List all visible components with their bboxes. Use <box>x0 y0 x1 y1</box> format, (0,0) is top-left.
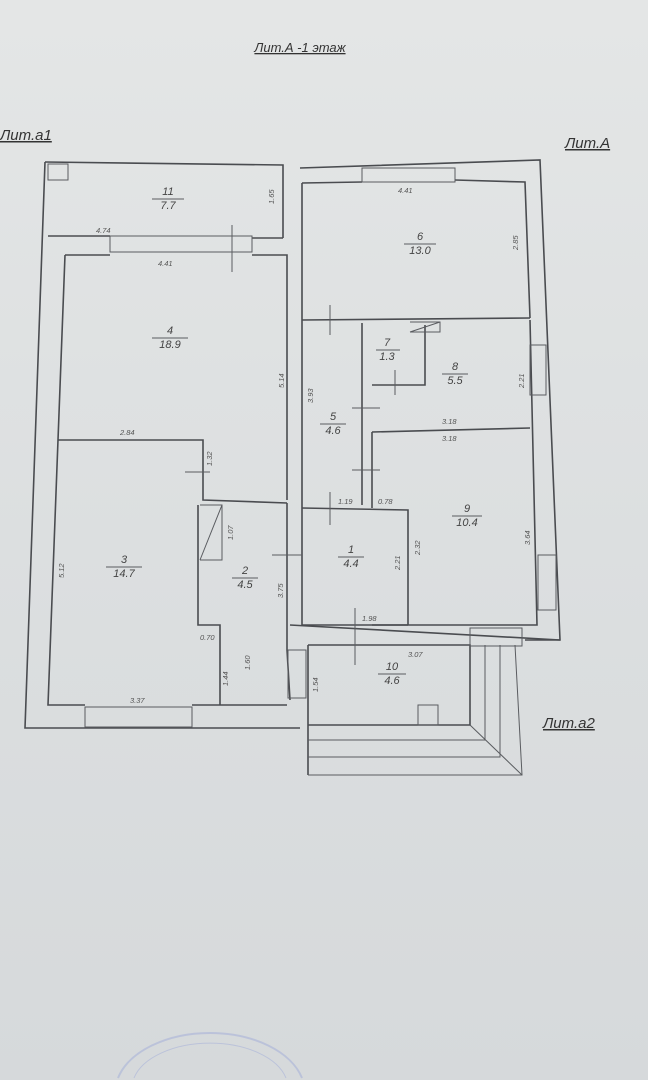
svg-text:3.18: 3.18 <box>442 434 457 443</box>
svg-text:3.64: 3.64 <box>523 530 532 545</box>
svg-text:4.6: 4.6 <box>325 425 341 437</box>
svg-text:2.85: 2.85 <box>511 235 520 251</box>
room-walls <box>47 167 561 776</box>
svg-text:3: 3 <box>121 554 128 566</box>
svg-text:3.37: 3.37 <box>130 696 145 705</box>
stamp-seal <box>117 1032 303 1079</box>
svg-text:13.0: 13.0 <box>409 245 431 257</box>
svg-text:2.21: 2.21 <box>517 373 526 389</box>
room-label: 314.7 <box>106 554 142 580</box>
dimension-labels: 4.74 4.41 1.65 5.14 2.84 1.32 5.12 1.07 … <box>57 186 532 705</box>
svg-text:1.19: 1.19 <box>338 497 353 506</box>
svg-text:1.07: 1.07 <box>226 525 235 540</box>
svg-text:9: 9 <box>464 503 470 515</box>
svg-text:1: 1 <box>348 544 354 556</box>
svg-text:11: 11 <box>162 186 173 198</box>
svg-text:4.41: 4.41 <box>398 186 413 195</box>
svg-text:0.70: 0.70 <box>200 633 215 642</box>
room-label: 910.4 <box>452 503 482 529</box>
label-lit-a1: Лит.а1 <box>0 127 52 144</box>
svg-text:3.75: 3.75 <box>276 583 285 598</box>
svg-text:2.84: 2.84 <box>119 428 135 437</box>
room-label: 117.7 <box>152 186 184 212</box>
room-label: 24.5 <box>232 565 258 591</box>
svg-text:7.7: 7.7 <box>160 200 176 212</box>
svg-text:4.6: 4.6 <box>384 675 400 687</box>
svg-text:10.4: 10.4 <box>456 517 477 529</box>
svg-text:2.32: 2.32 <box>413 540 422 556</box>
svg-text:10: 10 <box>386 661 399 673</box>
svg-text:4.41: 4.41 <box>158 259 173 268</box>
svg-text:1.44: 1.44 <box>221 671 230 686</box>
room-label: 71.3 <box>376 337 400 363</box>
room-label: 613.0 <box>404 231 436 257</box>
room-label: 14.4 <box>338 544 364 570</box>
room-label: 104.6 <box>378 661 406 687</box>
svg-text:1.54: 1.54 <box>311 677 320 692</box>
svg-text:1.32: 1.32 <box>205 451 214 466</box>
svg-text:5.14: 5.14 <box>277 373 286 388</box>
svg-text:1.98: 1.98 <box>362 614 377 623</box>
svg-text:1.65: 1.65 <box>267 189 276 204</box>
svg-text:4.5: 4.5 <box>237 579 253 591</box>
svg-text:3.18: 3.18 <box>442 417 457 426</box>
svg-text:7: 7 <box>384 337 391 349</box>
svg-text:1.3: 1.3 <box>379 351 395 363</box>
plan-title: Лит.А -1 этаж <box>253 40 346 55</box>
room-label: 85.5 <box>442 361 468 387</box>
svg-text:3.93: 3.93 <box>306 388 315 403</box>
svg-text:2: 2 <box>241 565 248 577</box>
svg-text:3.07: 3.07 <box>408 650 423 659</box>
label-lit-a2: Лит.а2 <box>542 715 595 732</box>
svg-text:18.9: 18.9 <box>159 339 180 351</box>
svg-text:14.7: 14.7 <box>113 568 135 580</box>
svg-text:5.5: 5.5 <box>447 375 463 387</box>
svg-text:8: 8 <box>452 361 459 373</box>
svg-text:5.12: 5.12 <box>57 563 66 578</box>
svg-text:6: 6 <box>417 231 424 243</box>
svg-text:5: 5 <box>330 411 337 423</box>
svg-text:2.21: 2.21 <box>393 555 402 571</box>
svg-text:4: 4 <box>167 325 173 337</box>
room-label: 418.9 <box>152 325 188 351</box>
room-label: 54.6 <box>320 411 346 437</box>
outer-walls <box>24 159 561 729</box>
label-lit-a: Лит.А <box>564 135 610 152</box>
svg-text:4.4: 4.4 <box>343 558 358 570</box>
svg-text:0.78: 0.78 <box>378 497 393 506</box>
svg-text:4.74: 4.74 <box>96 226 111 235</box>
svg-text:1.60: 1.60 <box>243 655 252 670</box>
